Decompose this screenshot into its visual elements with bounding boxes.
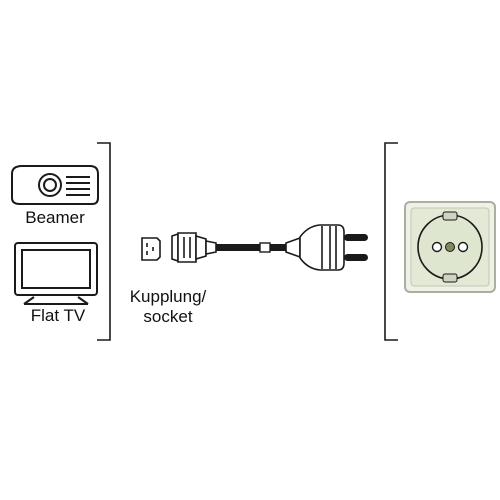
schuko-plug-icon	[285, 224, 345, 271]
flat-tv-label: Flat TV	[30, 306, 86, 325]
coupler-label-line1: Kupplung/	[129, 287, 207, 306]
device-group-bracket	[97, 142, 111, 341]
coupler-label: Kupplung/ socket	[118, 287, 218, 327]
plug-pin-top	[344, 234, 368, 241]
wall-bracket	[384, 142, 398, 341]
flat-tv-icon	[14, 242, 98, 305]
projector-label: Beamer	[25, 208, 85, 227]
projector-icon	[11, 165, 99, 205]
coupler-pictogram-icon	[141, 237, 161, 261]
wall-socket-icon	[404, 201, 496, 293]
power-cable	[171, 224, 368, 271]
c13-plug-icon	[171, 232, 217, 263]
plug-pin-bottom	[344, 254, 368, 261]
coupler-label-line2: socket	[143, 307, 193, 326]
